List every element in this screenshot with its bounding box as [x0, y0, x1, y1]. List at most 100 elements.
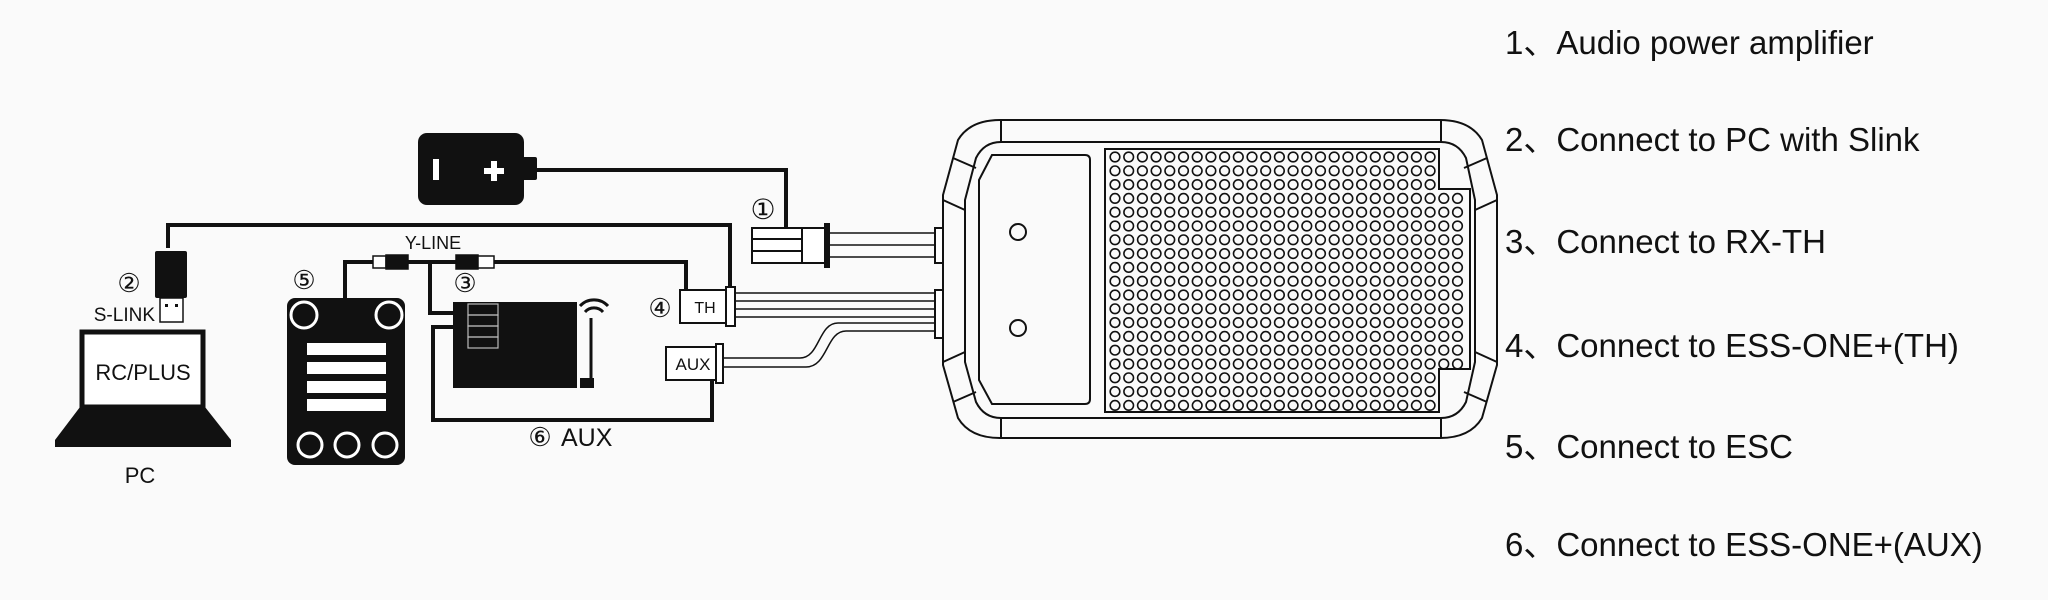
grille-hole [1424, 399, 1436, 412]
grille-hole [1109, 386, 1121, 398]
grille-hole [1314, 275, 1327, 287]
grille-hole [1451, 303, 1464, 315]
grille-hole [1136, 399, 1148, 412]
grille-hole [1369, 220, 1381, 232]
grille-hole [1109, 344, 1121, 356]
grille-hole [1205, 248, 1217, 260]
grille-hole [1218, 165, 1231, 177]
grille-hole [1342, 192, 1354, 204]
grille-hole [1397, 386, 1409, 398]
grille-hole [1232, 248, 1244, 260]
th-connector [679, 286, 736, 327]
grille-hole [1246, 165, 1258, 177]
grille-hole [1177, 192, 1190, 204]
grille-hole [1150, 275, 1162, 287]
grille-hole [1232, 206, 1244, 218]
grille-hole [1191, 261, 1203, 274]
grille-hole [1328, 192, 1340, 204]
grille-hole [1355, 317, 1368, 329]
esc-icon [287, 298, 405, 465]
grille-hole [1397, 192, 1409, 204]
grille-hole [1397, 261, 1409, 274]
grille-hole [1150, 206, 1162, 218]
grille-hole [1397, 358, 1409, 370]
grille-hole [1301, 206, 1313, 218]
grille-hole [1451, 234, 1464, 246]
grille-hole [1424, 261, 1436, 274]
grille-hole [1260, 372, 1272, 384]
grille-hole [1287, 261, 1299, 274]
grille-hole [1246, 289, 1258, 301]
grille-hole [1205, 151, 1217, 163]
aux-wire [431, 325, 714, 422]
grille-hole [1424, 206, 1436, 218]
grille-hole [1328, 399, 1340, 412]
grille-hole [1287, 289, 1299, 301]
grille-hole [1136, 358, 1148, 370]
grille-hole [1164, 248, 1176, 260]
wifi-icon [578, 298, 610, 314]
grille-hole [1246, 399, 1258, 412]
grille-hole [1150, 399, 1162, 412]
grille-hole [1136, 206, 1148, 218]
grille-hole [1164, 220, 1176, 232]
grille-hole [1355, 358, 1368, 370]
grille-hole [1301, 317, 1313, 329]
grille-hole [1424, 151, 1436, 163]
grille-hole [1218, 317, 1231, 329]
grille-hole [1273, 358, 1285, 370]
grille-hole [1328, 165, 1340, 177]
grille-hole [1424, 192, 1436, 204]
grille-hole [1287, 220, 1299, 232]
speaker-grille [1109, 151, 1464, 412]
grille-hole [1314, 165, 1327, 177]
grille-hole [1177, 179, 1190, 191]
grille-hole [1301, 261, 1313, 274]
grille-hole [1232, 275, 1244, 287]
grille-hole [1438, 275, 1450, 287]
grille-hole [1123, 399, 1135, 412]
grille-hole [1191, 275, 1203, 287]
grille-hole [1164, 192, 1176, 204]
grille-hole [1287, 317, 1299, 329]
grille-hole [1397, 151, 1409, 163]
grille-hole [1246, 261, 1258, 274]
grille-hole [1451, 248, 1464, 260]
grille-hole [1355, 192, 1368, 204]
grille-hole [1246, 234, 1258, 246]
grille-hole [1232, 151, 1244, 163]
grille-hole [1397, 317, 1409, 329]
grille-hole [1164, 399, 1176, 412]
grille-hole [1246, 248, 1258, 260]
grille-hole [1136, 289, 1148, 301]
grille-hole [1397, 344, 1409, 356]
grille-hole [1383, 372, 1395, 384]
grille-hole [1342, 179, 1354, 191]
grille-hole [1177, 386, 1190, 398]
grille-hole [1177, 330, 1190, 343]
grille-hole [1123, 317, 1135, 329]
legend-item-3: 3、Connect to RX-TH [1505, 223, 1826, 260]
grille-hole [1410, 344, 1422, 356]
grille-hole [1177, 289, 1190, 301]
grille-hole [1328, 330, 1340, 343]
grille-hole [1232, 234, 1244, 246]
grille-hole [1383, 192, 1395, 204]
grille-hole [1164, 317, 1176, 329]
grille-hole [1342, 248, 1354, 260]
grille-hole [1164, 386, 1176, 398]
grille-hole [1205, 275, 1217, 287]
grille-hole [1342, 275, 1354, 287]
grille-hole [1314, 248, 1327, 260]
grille-hole [1355, 220, 1368, 232]
grille-hole [1314, 372, 1327, 384]
grille-hole [1438, 220, 1450, 232]
grille-hole [1136, 179, 1148, 191]
grille-hole [1287, 399, 1299, 412]
grille-hole [1232, 317, 1244, 329]
grille-hole [1328, 289, 1340, 301]
grille-hole [1123, 192, 1135, 204]
grille-hole [1397, 399, 1409, 412]
grille-hole [1232, 344, 1244, 356]
grille-hole [1273, 151, 1285, 163]
